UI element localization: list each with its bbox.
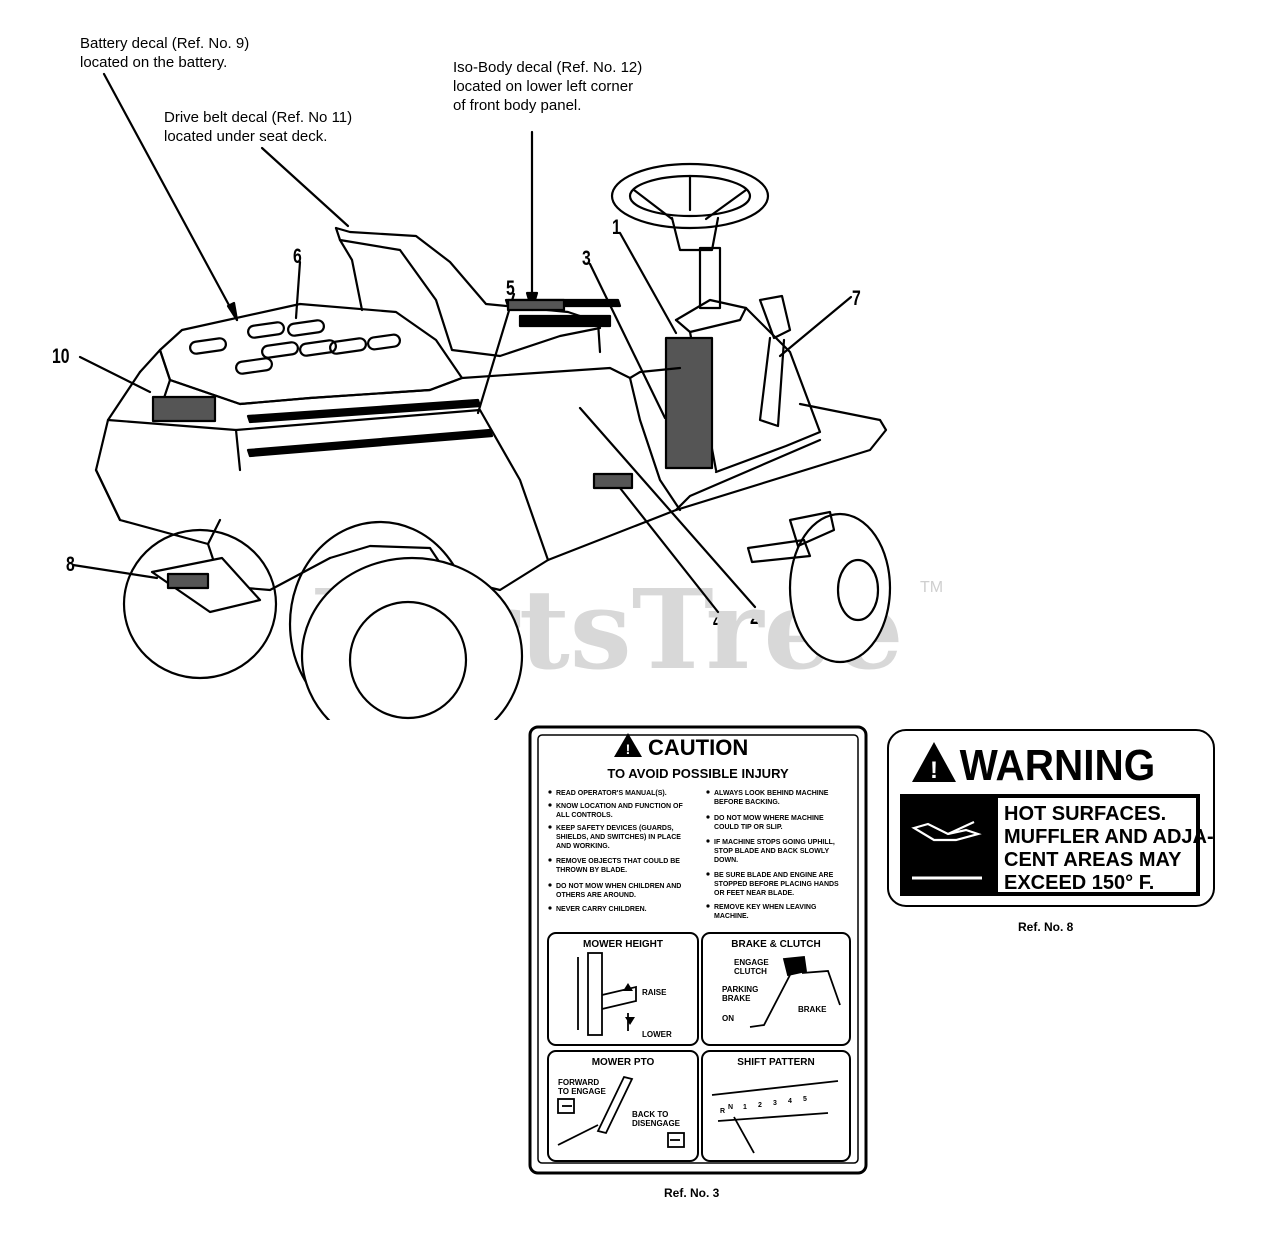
mower-height-raise: RAISE [642, 988, 667, 997]
iso-body-decal-note: Iso-Body decal (Ref. No. 12) located on … [453, 58, 642, 115]
callout-4: 4 [713, 610, 722, 633]
watermark-tm: TM [920, 579, 943, 596]
callout-2: 2 [750, 606, 759, 629]
caution-triangle-icon [614, 733, 642, 757]
callout-3: 3 [582, 247, 591, 270]
warning-line-3: CENT AREAS MAY [1004, 849, 1182, 871]
brake-clutch-clutch: CLUTCH [734, 967, 767, 976]
warning-title: WARNING [960, 740, 1156, 789]
shift-gear: R [720, 1108, 725, 1115]
brake-clutch-engage: ENGAGE [734, 958, 769, 967]
iso-body-note-line3: of front body panel. [453, 97, 582, 114]
mower-illustration: PartsTree TM [71, 72, 943, 720]
caution-subtitle: TO AVOID POSSIBLE INJURY [607, 766, 789, 781]
iso-body-note-line2: located on lower left corner [453, 78, 634, 95]
callout-7: 7 [852, 287, 861, 310]
warning-decal: ! WARNING HOT SURFACES. MUFFLER AND ADJA… [887, 729, 1215, 907]
brake-clutch-brake: BRAKE [798, 1005, 827, 1014]
callout-6: 6 [293, 245, 302, 268]
mower-height-panel [547, 932, 699, 1046]
shift-gear: N [728, 1104, 733, 1111]
svg-text:!: ! [626, 741, 631, 757]
mower-pto-panel [547, 1050, 699, 1162]
warning-line-1: HOT SURFACES. [1004, 803, 1166, 825]
svg-text:!: ! [930, 757, 938, 784]
warning-ref: Ref. No. 8 [1018, 920, 1074, 934]
mower-pto-disengage: DISENGAGE [632, 1119, 681, 1128]
caution-left-item: NEVER CARRY CHILDREN. [556, 906, 647, 913]
drive-belt-note-line2: located under seat deck. [164, 128, 328, 145]
mower-pto-back-to: BACK TO [632, 1110, 668, 1119]
brake-clutch-on: ON [722, 1014, 734, 1023]
warning-line-4: EXCEED 150° F. [1004, 872, 1154, 894]
brake-clutch-title: BRAKE & CLUTCH [731, 939, 820, 950]
battery-note-line1: Battery decal (Ref. No. 9) [80, 35, 250, 52]
mower-pto-forward: FORWARD [558, 1078, 599, 1087]
iso-body-note-line1: Iso-Body decal (Ref. No. 12) [453, 59, 643, 76]
caution-decal: ! CAUTION TO AVOID POSSIBLE INJURY READ … [528, 725, 868, 1175]
shift-gear: 1 [743, 1104, 747, 1111]
brake-clutch-brake-word: BRAKE [722, 994, 751, 1003]
shift-gear: 3 [773, 1100, 777, 1107]
caution-right-item: IF MACHINE STOPS GOING UPHILL,STOP BLADE… [714, 839, 835, 864]
hot-surface-hand-icon [911, 821, 982, 880]
warning-line-2: MUFFLER AND ADJA- [1004, 826, 1214, 848]
callout-1: 1 [612, 216, 621, 239]
drive-belt-decal-note: Drive belt decal (Ref. No 11) located un… [164, 108, 352, 146]
brake-clutch-panel [701, 932, 851, 1046]
mower-pto-to-engage: TO ENGAGE [558, 1087, 607, 1096]
mower-height-lower: LOWER [642, 1030, 672, 1039]
battery-note-line2: located on the battery. [80, 54, 228, 71]
caution-title: CAUTION [648, 735, 748, 760]
mower-pto-title: MOWER PTO [592, 1057, 655, 1068]
callout-10: 10 [52, 345, 70, 368]
mower-height-title: MOWER HEIGHT [583, 939, 663, 950]
shift-gear: 2 [758, 1102, 762, 1109]
shift-gear: 5 [803, 1096, 807, 1103]
caution-left-item: KEEP SAFETY DEVICES (GUARDS,SHIELDS, AND… [556, 825, 681, 850]
brake-clutch-parking: PARKING [722, 985, 758, 994]
shift-pattern-title: SHIFT PATTERN [737, 1057, 814, 1068]
battery-decal-note: Battery decal (Ref. No. 9) located on th… [80, 34, 249, 72]
callout-5: 5 [506, 277, 515, 300]
drive-belt-note-line1: Drive belt decal (Ref. No 11) [164, 109, 353, 126]
caution-ref: Ref. No. 3 [664, 1186, 720, 1200]
shift-pattern-panel [701, 1050, 851, 1162]
callout-8: 8 [66, 553, 75, 576]
shift-gear: 4 [788, 1098, 792, 1105]
warning-triangle-icon [912, 742, 956, 782]
caution-left-item: READ OPERATOR'S MANUAL(S). [556, 790, 667, 797]
